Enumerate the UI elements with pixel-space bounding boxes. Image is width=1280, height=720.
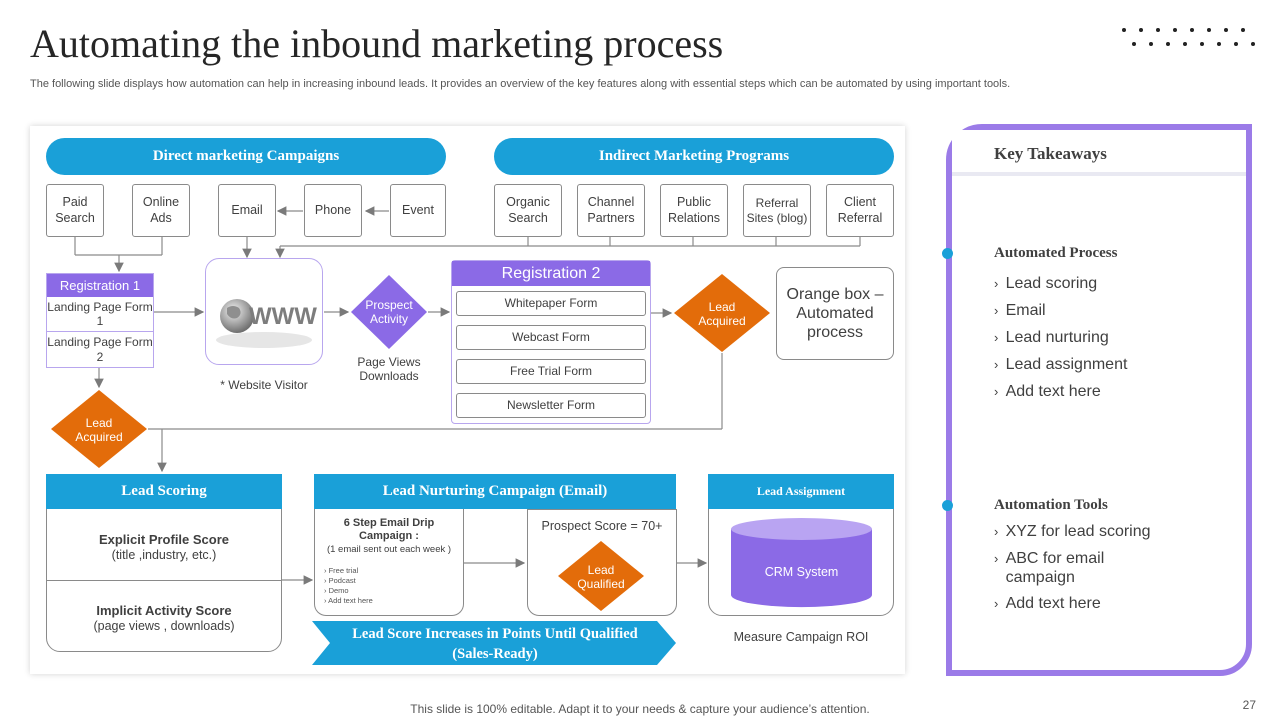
channel-client-referral: Client Referral — [826, 184, 894, 237]
prospect-activity-diamond — [351, 275, 427, 349]
direct-marketing-header: Direct marketing Campaigns — [46, 138, 446, 175]
lead-score-banner: Lead Score Increases in Points Until Qua… — [352, 626, 638, 662]
explicit-profile-sub: (title ,industry, etc.) — [111, 548, 217, 562]
channel-organic-search: Organic Search — [494, 184, 562, 237]
key-takeaways-frame — [946, 124, 1252, 676]
measure-roi-caption: Measure Campaign ROI — [733, 630, 869, 644]
page-subtitle: The following slide displays how automat… — [30, 78, 1011, 90]
crm-system-label: CRM System — [764, 565, 839, 579]
lead-assignment-header: Lead Assignment — [708, 474, 894, 509]
list-item: › Add text here — [994, 383, 1101, 400]
free-trial-form: Free Trial Form — [456, 359, 646, 384]
list-item: › Add text here — [324, 596, 373, 605]
whitepaper-form: Whitepaper Form — [456, 291, 646, 316]
list-item: › Email — [994, 302, 1046, 319]
automation-tools-heading: Automation Tools — [994, 497, 1108, 513]
lead-acquired-left-label: Lead Acquired — [75, 415, 123, 444]
website-visitor-caption: * Website Visitor — [220, 378, 308, 392]
lead-scoring-header: Lead Scoring — [46, 474, 282, 509]
implicit-activity-sub: (page views , downloads) — [93, 619, 235, 633]
registration-1-header: Registration 1 — [47, 274, 153, 297]
footer-note: This slide is 100% editable. Adapt it to… — [410, 702, 870, 716]
list-item: › Podcast — [324, 576, 356, 585]
globe-www-icon: WWW — [216, 298, 317, 348]
channel-partners: Channel Partners — [577, 184, 645, 237]
drip-campaign-list: › Free trial › Podcast › Demo › Add text… — [324, 566, 454, 606]
website-graphic: WWW — [205, 258, 323, 365]
page-title: Automating the inbound marketing process — [30, 21, 724, 66]
list-item: › Add text here — [994, 595, 1101, 612]
drip-campaign-sub: (1 email sent out each week ) — [326, 544, 452, 555]
channel-public-relations: Public Relations — [660, 184, 728, 237]
channel-paid-search: Paid Search — [46, 184, 104, 237]
registration-2-header: Registration 2 — [452, 261, 650, 286]
registration-1-box: Registration 1 Landing Page Form 1 Landi… — [46, 273, 154, 368]
list-item: › Lead nurturing — [994, 329, 1109, 346]
list-item: › Demo — [324, 586, 349, 595]
lead-acquired-right-diamond — [674, 274, 770, 352]
channel-referral-sites: Referral Sites (blog) — [743, 184, 811, 237]
tools-marker-dot — [942, 500, 953, 511]
automated-process-list: › Lead scoring › Email › Lead nurturing … — [994, 270, 1234, 405]
lead-acquired-right-label: Lead Acquired — [698, 299, 746, 328]
channel-online-ads: Online Ads — [132, 184, 190, 237]
process-marker-dot — [942, 248, 953, 259]
channel-event: Event — [390, 184, 446, 237]
lead-acquired-left-diamond — [51, 390, 147, 468]
key-takeaways-header-bar — [952, 130, 1246, 176]
lead-qualified-diamond — [558, 541, 644, 611]
orange-box-note: Orange box – Automated process — [776, 267, 894, 360]
landing-page-form-2: Landing Page Form 2 — [47, 335, 153, 364]
automated-process-heading: Automated Process — [994, 245, 1118, 261]
automation-tools-list: › XYZ for lead scoring › ABC for email c… — [994, 522, 1184, 614]
prospect-activity-caption: Page Views Downloads — [357, 355, 421, 384]
implicit-activity-score: Implicit Activity Score — [96, 603, 232, 618]
newsletter-form: Newsletter Form — [456, 393, 646, 418]
explicit-profile-score: Explicit Profile Score — [98, 532, 230, 547]
decorative-dots — [1122, 26, 1272, 52]
key-takeaways-title: Key Takeaways — [994, 144, 1107, 163]
list-item: › Free trial — [324, 566, 359, 575]
webcast-form: Webcast Form — [456, 325, 646, 350]
crm-database-icon — [731, 518, 872, 608]
svg-text:WWW: WWW — [249, 303, 317, 330]
lead-score-banner-shape — [312, 621, 676, 665]
drip-campaign-title: 6 Step Email Drip Campaign : — [343, 517, 435, 543]
prospect-activity-label: Prospect Activity — [365, 297, 413, 326]
list-item: › XYZ for lead scoring — [994, 523, 1151, 540]
indirect-marketing-header: Indirect Marketing Programs — [494, 138, 894, 175]
list-item: › Lead scoring — [994, 275, 1098, 292]
page-number: 27 — [1242, 698, 1256, 712]
lead-nurturing-header: Lead Nurturing Campaign (Email) — [314, 474, 676, 509]
channel-email: Email — [218, 184, 276, 237]
lead-qualified-label: Lead Qualified — [577, 562, 625, 591]
list-item: › ABC for email campaign — [994, 550, 1105, 586]
drip-campaign-box — [314, 509, 464, 616]
list-item: › Lead assignment — [994, 356, 1128, 373]
channel-phone: Phone — [304, 184, 362, 237]
landing-page-form-1: Landing Page Form 1 — [47, 297, 153, 332]
lead-scoring-divider — [46, 580, 282, 581]
prospect-score-label: Prospect Score = 70+ — [541, 519, 663, 533]
